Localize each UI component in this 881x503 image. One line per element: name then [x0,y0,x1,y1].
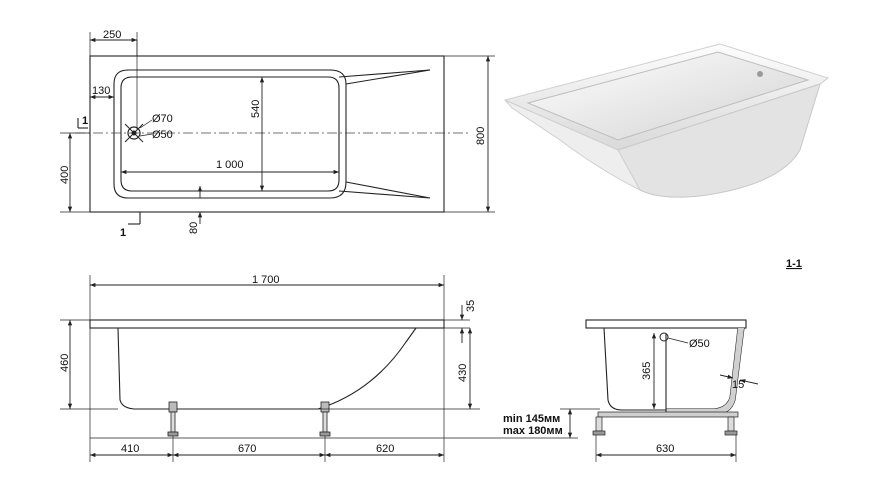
side-max-height: max 180мм [503,425,563,437]
plan-dim-400: 400 [59,166,71,184]
plan-dim-1000: 1 000 [216,159,244,171]
side-leg-left [167,401,179,437]
side-dim-430: 430 [457,364,469,382]
plan-view: Ø70 Ø50 250 130 540 1 000 400 800 80 [59,29,495,239]
plan-dim-80: 80 [188,222,200,234]
side-dim-1700: 1 700 [252,274,280,286]
side-min-height: min 145мм [503,413,560,425]
side-dim-670: 670 [238,443,256,455]
side-leg-right [319,401,331,437]
section-mark-bottom: 1 [120,227,126,239]
plan-outer-rim [89,55,445,213]
section-dim-365: 365 [641,362,653,380]
plan-inner-basin [113,69,347,199]
section-drain-icon [659,332,669,342]
section-leg-left [592,416,606,436]
plan-dim-o70: Ø70 [152,113,173,125]
section-title: 1-1 [786,258,802,270]
plan-dim-o50: Ø50 [152,129,173,141]
side-dim-35: 35 [465,300,477,312]
section-rim [585,319,747,329]
section-mark-top: 1 [82,115,88,127]
side-view: 1 700 35 460 430 410 670 620 min 145мм m… [59,274,600,462]
side-dim-410: 410 [121,443,139,455]
section-dim-15: 15 [732,379,744,391]
section-view: 1-1 Ø50 365 15 [585,258,802,462]
side-body [117,327,417,410]
drain-icon [124,123,144,143]
plan-dim-130: 130 [92,85,110,97]
section-dim-630: 630 [656,443,674,455]
plan-slope-top [338,69,431,85]
side-dim-620: 620 [376,443,394,455]
plan-slope-bottom [338,181,431,199]
bathtub-render [503,43,830,198]
plan-dim-250: 250 [103,29,121,41]
side-dim-460: 460 [59,354,71,372]
plan-inner-basin-2 [120,76,340,192]
plan-dim-800: 800 [475,127,487,145]
plan-dim-540: 540 [250,100,262,118]
section-leg-right [724,416,738,436]
side-rim [89,319,445,329]
section-dim-o50: Ø50 [689,338,710,350]
